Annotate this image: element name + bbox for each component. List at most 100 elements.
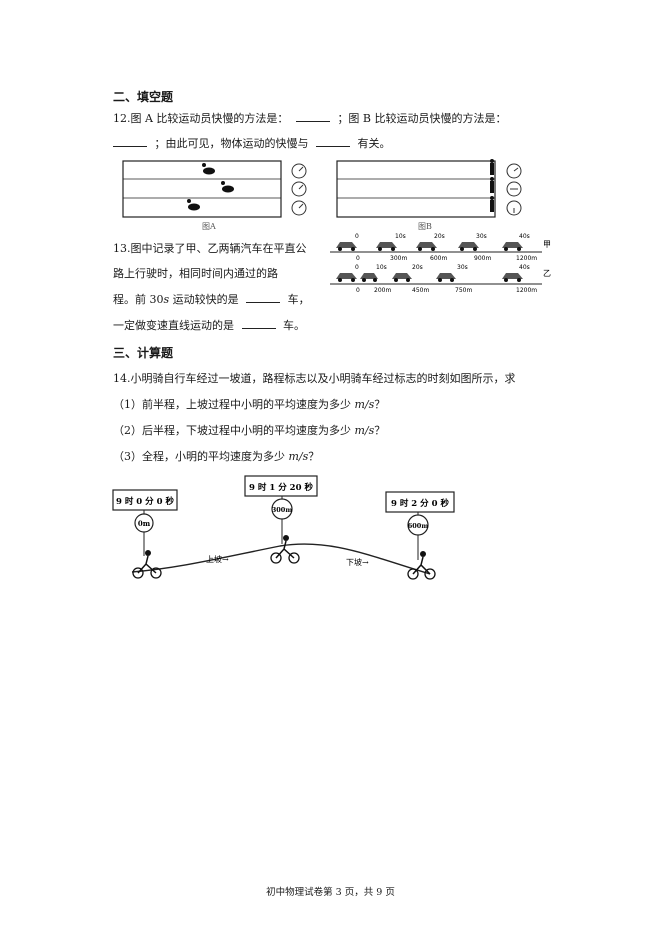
q13-text-b: 运动较快的是 xyxy=(172,293,239,306)
q14-sub2-end: ？ xyxy=(374,424,386,437)
q14-sub3-end: ？ xyxy=(308,450,320,463)
q13-text-e: 车。 xyxy=(283,319,305,332)
q13-text-a: 程。前 30 xyxy=(113,293,164,306)
q14-sub2-text: （2）后半程，下坡过程中小明的平均速度为多少 xyxy=(113,424,351,437)
time-label: 0 xyxy=(355,264,359,271)
figB-track xyxy=(336,160,496,218)
car-icon xyxy=(416,242,437,251)
time-label: 10s xyxy=(376,264,387,271)
figA-caption: 图A xyxy=(202,222,216,231)
distance-label: 300m xyxy=(390,255,407,262)
q14-sub1-unit: m/s xyxy=(354,398,375,411)
time-label: 30s xyxy=(476,233,487,240)
section-title-fill-blank: 二、填空题 xyxy=(113,90,174,104)
time-sign-text: 9 时 1 分 20 秒 xyxy=(249,482,313,493)
runner-icon xyxy=(202,163,215,175)
q12-blank-2[interactable] xyxy=(113,145,147,147)
time-label: 40s xyxy=(519,264,530,271)
car-icon xyxy=(376,242,397,251)
stopwatch-icon xyxy=(506,181,522,197)
distance-sign-text: 0m xyxy=(138,519,151,528)
q13-line4: 一定做变速直线运动的是 车。 xyxy=(113,317,305,333)
distance-label: 0 xyxy=(356,255,360,262)
q14-sub1-text: （1）前半程，上坡过程中小明的平均速度为多少 xyxy=(113,398,351,411)
q12-text-c: ；由此可见，物体运动的快慢与 xyxy=(154,137,309,150)
slope-diagram: 9 时 0 分 0 秒 0m 9 时 1 分 20 秒 300m 9 时 2 分… xyxy=(112,475,455,580)
time-sign xyxy=(244,475,318,497)
q13-line1: 13.图中记录了甲、乙两辆汽车在平直公 xyxy=(113,242,307,255)
distance-label: 1200m xyxy=(516,255,537,262)
car-icon xyxy=(458,242,479,251)
q14-sub3-unit: m/s xyxy=(288,450,309,463)
car-icon xyxy=(336,242,357,251)
q14-sub2-unit: m/s xyxy=(354,424,375,437)
q13-text-c: 车， xyxy=(287,293,310,306)
slope-road xyxy=(131,543,431,575)
car-icon xyxy=(502,242,523,251)
q12-blank-1[interactable] xyxy=(295,120,330,122)
distance-label: 750m xyxy=(455,287,472,294)
row-label-yi: 乙 xyxy=(543,269,551,278)
distance-sign-text: 300m xyxy=(272,506,293,514)
q12-line2: ；由此可见，物体运动的快慢与 有关。 xyxy=(113,135,391,151)
distance-label: 450m xyxy=(412,287,429,294)
time-sign-text: 9 时 0 分 0 秒 xyxy=(116,496,175,507)
cyclist-icon xyxy=(270,535,300,564)
time-sign xyxy=(385,491,455,513)
distance-label: 1200m xyxy=(516,287,537,294)
q12-text-d: 有关。 xyxy=(357,137,391,150)
runner-icon xyxy=(221,181,234,193)
car-icon xyxy=(336,273,357,282)
car-icon xyxy=(360,273,378,282)
q14-sub3-text: （3）全程，小明的平均速度为多少 xyxy=(113,450,285,463)
distance-label: 900m xyxy=(474,255,491,262)
downhill-label: 下坡→ xyxy=(346,557,369,567)
cyclist-icon xyxy=(132,550,162,579)
q14-sub1: （1）前半程，上坡过程中小明的平均速度为多少 m/s？ xyxy=(113,396,385,412)
car-distance-diagram: 0 10s 20s 30s 40s 甲 0 300m 600m 900m 120… xyxy=(330,233,551,294)
distance-sign-text: 600m xyxy=(408,522,429,530)
figure-b: 图B xyxy=(336,159,522,231)
figure-a: 图A xyxy=(122,160,307,231)
time-label: 0 xyxy=(355,233,359,240)
q12-blank-3[interactable] xyxy=(316,145,350,147)
q14-sub3: （3）全程，小明的平均速度为多少 m/s？ xyxy=(113,448,319,464)
time-sign xyxy=(112,489,178,511)
q13-text-d: 一定做变速直线运动的是 xyxy=(113,319,234,332)
row-label-jia: 甲 xyxy=(543,240,551,249)
figA-track xyxy=(122,160,282,218)
figB-caption: 图B xyxy=(418,222,432,231)
stopwatch-icon xyxy=(291,181,307,197)
runner-icon xyxy=(187,199,200,211)
car-icon xyxy=(502,273,523,282)
stopwatch-icon xyxy=(291,200,307,216)
stopwatch-icon xyxy=(506,200,522,216)
q13-blank-1[interactable] xyxy=(246,301,281,303)
time-label: 10s xyxy=(395,233,406,240)
time-sign-text: 9 时 2 分 0 秒 xyxy=(391,498,450,509)
time-label: 30s xyxy=(457,264,468,271)
uphill-label: 上坡→ xyxy=(206,554,229,564)
runner-icon xyxy=(490,177,494,193)
car-icon xyxy=(436,273,456,282)
time-label: 20s xyxy=(434,233,445,240)
q13-line2: 路上行驶时，相同时间内通过的路 xyxy=(113,267,278,280)
runner-icon xyxy=(490,196,494,212)
q14-sub2: （2）后半程，下坡过程中小明的平均速度为多少 m/s？ xyxy=(113,422,385,438)
q12-line1: 12.图 A 比较运动员快慢的方法是： ；图 B 比较运动员快慢的方法是： xyxy=(113,110,507,126)
distance-label: 200m xyxy=(374,287,391,294)
car-icon xyxy=(392,273,412,282)
runner-icon xyxy=(490,159,494,175)
q12-text-b: ；图 B 比较运动员快慢的方法是： xyxy=(337,112,507,125)
distance-label: 0 xyxy=(356,287,360,294)
q13-blank-2[interactable] xyxy=(241,327,276,329)
page-footer: 初中物理试卷第 3 页，共 9 页 xyxy=(266,887,395,898)
stopwatch-icon xyxy=(506,163,522,179)
section-title-calculation: 三、计算题 xyxy=(113,346,174,360)
q13-unit: s xyxy=(163,293,170,306)
time-label: 20s xyxy=(412,264,423,271)
q12-text-a: 12.图 A 比较运动员快慢的方法是： xyxy=(113,112,289,125)
stopwatch-icon xyxy=(291,163,307,179)
q14-intro: 14.小明骑自行车经过一坡道，路程标志以及小明骑车经过标志的时刻如图所示，求 xyxy=(113,372,516,385)
cyclist-icon xyxy=(407,551,436,580)
